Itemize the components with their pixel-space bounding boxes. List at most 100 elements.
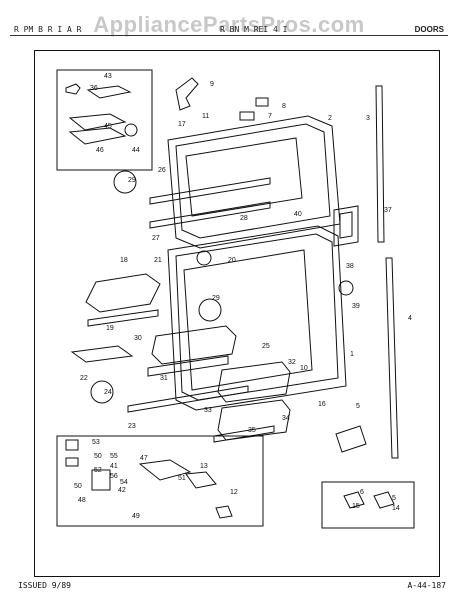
callout-label: 34 xyxy=(282,415,290,422)
callout-label: 32 xyxy=(288,359,296,366)
part-30-door-shelf xyxy=(151,325,237,365)
callout-label: 13 xyxy=(200,463,208,470)
callout-label: 43 xyxy=(104,73,112,80)
part-31-shelf-front xyxy=(147,355,229,377)
header-series-text: R BN M REI 4 I xyxy=(220,25,288,34)
callout-label: 29 xyxy=(128,177,136,184)
header-rule xyxy=(10,35,448,36)
fresh-food-door-liner xyxy=(175,233,339,401)
callout-label: 46 xyxy=(96,147,104,154)
callout-label: 7 xyxy=(268,113,272,120)
fresh-food-door-outer xyxy=(167,225,347,411)
part-3-handle-rod xyxy=(375,85,385,243)
callout-label: 37 xyxy=(384,207,392,214)
callout-label: 27 xyxy=(152,235,160,242)
part-19-rail xyxy=(87,309,159,327)
part-15-bracket xyxy=(343,491,365,509)
diagram-frame xyxy=(34,50,440,577)
callout-label: 3 xyxy=(366,115,370,122)
callout-label: 10 xyxy=(300,365,308,372)
callout-label: 4 xyxy=(408,315,412,322)
freezer-door-outer xyxy=(167,115,341,249)
callout-label: 12 xyxy=(230,489,238,496)
hinge-shim-part xyxy=(68,127,127,145)
header-model-text: R PM B R I A R xyxy=(14,25,82,34)
callout-label: 8 xyxy=(282,103,286,110)
freezer-door-inner-panel xyxy=(185,137,303,217)
callout-label: 35 xyxy=(248,427,256,434)
part-32-crisper xyxy=(217,361,291,403)
callout-label: 23 xyxy=(128,423,136,430)
callout-label: 5 xyxy=(356,403,360,410)
callout-label: 47 xyxy=(140,455,148,462)
callout-label: 17 xyxy=(178,121,186,128)
diagram-code: A-44-187 xyxy=(407,581,446,590)
detail-29-lower-magnifier xyxy=(198,298,222,322)
callout-label: 39 xyxy=(352,303,360,310)
callout-label: 24 xyxy=(104,389,112,396)
part-8-block xyxy=(255,97,269,107)
hinge-upper-part xyxy=(86,85,132,99)
header: AppliancePartsPros.com R PM B R I A R R … xyxy=(10,12,448,38)
freezer-door-liner xyxy=(175,123,331,239)
callout-label: 6 xyxy=(360,489,364,496)
callout-label: 54 xyxy=(120,479,128,486)
callout-label: 44 xyxy=(132,147,140,154)
part-14-bracket xyxy=(373,491,395,509)
callout-label: 51 xyxy=(178,475,186,482)
part-37-hinge-block xyxy=(333,205,359,247)
watermark: AppliancePartsPros.com xyxy=(93,12,365,37)
callout-label: 55 xyxy=(110,453,118,460)
part-53-cap xyxy=(65,439,79,451)
part-27-shelf-bar xyxy=(149,201,271,229)
part-22-egg-tray xyxy=(70,345,134,363)
callout-label: 5 xyxy=(392,495,396,502)
callout-label: 28 xyxy=(240,215,248,222)
fresh-food-door-inner-panel xyxy=(183,249,313,391)
callout-label: 16 xyxy=(318,401,326,408)
callout-label: 19 xyxy=(106,325,114,332)
part-50-washer xyxy=(65,457,79,467)
hinge-plate-part xyxy=(68,113,127,131)
callout-label: 25 xyxy=(262,343,270,350)
part-37-inner xyxy=(339,211,353,239)
hinge-inset-box xyxy=(56,69,153,171)
callout-label: 56 xyxy=(110,473,118,480)
hinge-screw-part xyxy=(65,83,81,95)
callout-label: 49 xyxy=(132,513,140,520)
part-9-bracket xyxy=(175,77,199,111)
callout-label: 41 xyxy=(110,463,118,470)
part-39-knob xyxy=(338,280,354,296)
callout-label: 52 xyxy=(94,467,102,474)
callout-label: 50 xyxy=(74,483,82,490)
callout-label: 11 xyxy=(202,113,209,120)
part-26-shelf-bar xyxy=(149,177,271,205)
callout-label: 20 xyxy=(228,257,236,264)
part-13-hinge xyxy=(185,471,217,489)
part-47-plate xyxy=(138,459,192,481)
callout-label: 38 xyxy=(346,263,354,270)
callout-label: 15 xyxy=(352,503,360,510)
callout-label: 18 xyxy=(120,257,128,264)
part-23-gasket xyxy=(127,385,249,413)
callout-label: 14 xyxy=(392,505,400,512)
part-12-hinge xyxy=(215,505,233,519)
part-35-trim xyxy=(213,425,275,443)
callout-label: 45 xyxy=(104,123,112,130)
callout-label: 48 xyxy=(78,497,86,504)
bracket-inset-box xyxy=(321,481,415,529)
part-7-block xyxy=(239,111,255,121)
callout-label: 22 xyxy=(80,375,88,382)
callout-label: 36 xyxy=(90,85,98,92)
detail-29-upper-magnifier xyxy=(113,170,137,194)
detail-20-circle xyxy=(196,250,212,266)
part-54-bracket xyxy=(91,469,111,491)
callout-label: 31 xyxy=(160,375,168,382)
callout-label: 26 xyxy=(158,167,166,174)
callout-label: 29 xyxy=(212,295,220,302)
hardware-inset-box xyxy=(56,435,264,527)
header-section-title: DOORS xyxy=(414,25,444,34)
part-5-bracket xyxy=(335,425,367,453)
